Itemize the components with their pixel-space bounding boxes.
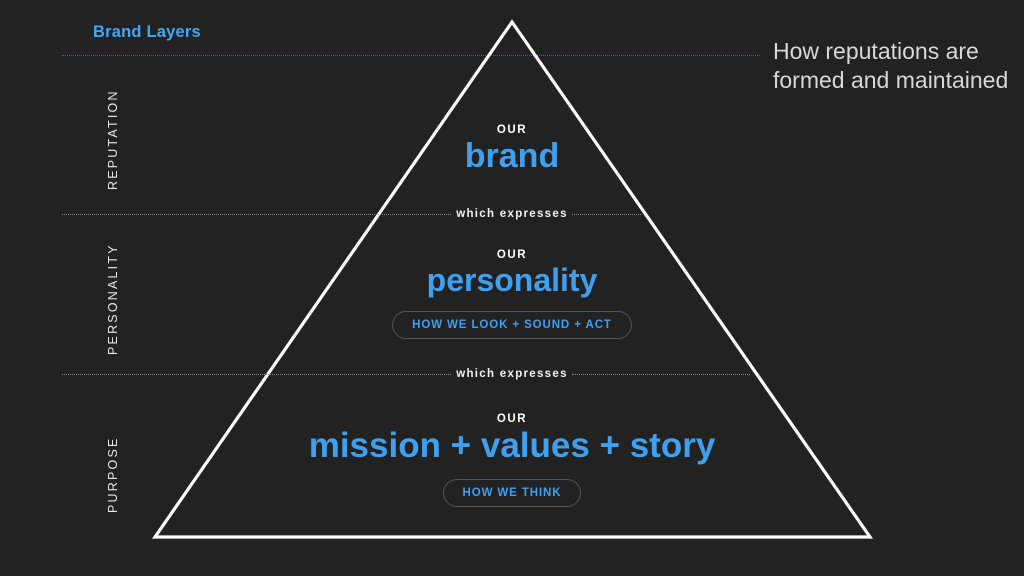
tier-brand: OUR brand — [0, 124, 1024, 175]
tier-personality-headline: personality — [426, 262, 598, 298]
slide-caption: How reputations are formed and maintaine… — [773, 38, 1009, 93]
connector-label-1: which expresses — [456, 208, 568, 220]
divider-personality-left — [62, 374, 451, 375]
tier-purpose-eyebrow: OUR — [496, 413, 528, 425]
divider-reputation-left — [62, 214, 451, 215]
connector-label-2: which expresses — [456, 368, 568, 380]
tier-purpose: OUR mission + values + story HOW WE THIN… — [0, 413, 1024, 507]
tier-brand-headline: brand — [464, 137, 560, 175]
divider-personality-right — [572, 374, 750, 375]
pyramid-outline — [151, 19, 874, 539]
pill-how-we-look-sound-act[interactable]: HOW WE LOOK + SOUND + ACT — [392, 310, 632, 339]
tier-brand-eyebrow: OUR — [496, 124, 528, 136]
tier-purpose-headline: mission + values + story — [308, 426, 716, 465]
divider-reputation-right — [572, 214, 641, 215]
tier-personality: OUR personality HOW WE LOOK + SOUND + AC… — [0, 249, 1024, 339]
divider-top — [62, 55, 760, 56]
tier-personality-eyebrow: OUR — [496, 249, 528, 261]
pill-how-we-think[interactable]: HOW WE THINK — [442, 478, 582, 507]
page-title: Brand Layers — [93, 23, 201, 41]
